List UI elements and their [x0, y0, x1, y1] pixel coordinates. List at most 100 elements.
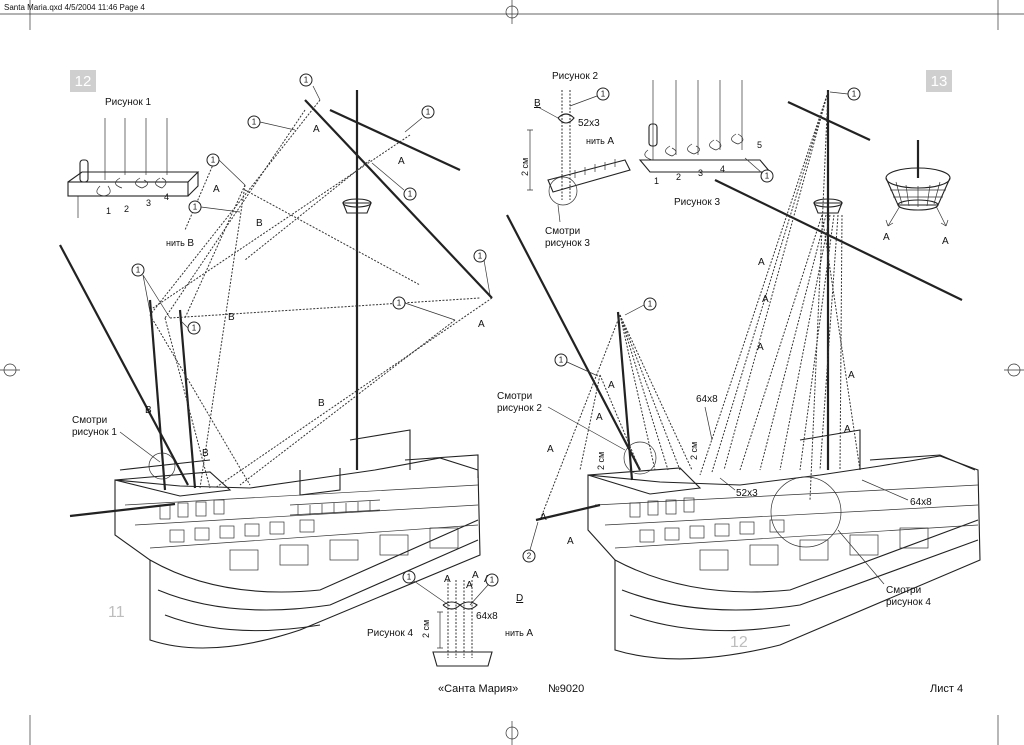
- callout-r4: 2: [522, 521, 539, 563]
- svg-text:нить A: нить A: [586, 136, 614, 147]
- svg-text:1: 1: [852, 90, 857, 99]
- svg-text:рисунок 1: рисунок 1: [72, 427, 117, 438]
- see-figure4: Смотри рисунок 4: [770, 476, 931, 608]
- callout-fig4: 1: [402, 570, 416, 584]
- svg-text:52x3: 52x3: [736, 488, 758, 499]
- callout-9: 1: [473, 249, 491, 296]
- figure4-detail: 1 1 2 см A A 64x8 D нить A: [402, 570, 533, 667]
- svg-text:1: 1: [478, 252, 483, 261]
- svg-text:B: B: [534, 98, 541, 109]
- svg-text:4: 4: [164, 192, 169, 202]
- svg-text:12: 12: [75, 73, 92, 90]
- callout-4: 1: [206, 153, 246, 186]
- figure2-title: Рисунок 2: [552, 71, 598, 82]
- svg-text:A: A: [757, 342, 764, 353]
- svg-text:2: 2: [527, 552, 532, 561]
- svg-text:1: 1: [407, 573, 412, 582]
- svg-text:A: A: [848, 370, 855, 381]
- svg-text:4: 4: [720, 164, 725, 174]
- left-ship-hull: [69, 429, 481, 649]
- see-figure1: Смотри рисунок 1: [72, 415, 176, 480]
- figure1-detail: 1 2 3 4: [67, 118, 200, 218]
- svg-text:2: 2: [124, 204, 129, 214]
- svg-text:1: 1: [304, 76, 309, 85]
- svg-text:A: A: [596, 412, 603, 423]
- callout-r2: 1: [624, 297, 657, 316]
- callout-5: 1: [371, 162, 417, 201]
- left-rigging: [59, 90, 493, 491]
- footer-number: №9020: [548, 683, 584, 695]
- figure4-title: Рисунок 4: [367, 628, 413, 639]
- svg-text:рисунок 4: рисунок 4: [886, 597, 931, 608]
- right-ship-hull: [587, 429, 981, 660]
- svg-text:A: A: [213, 184, 220, 195]
- callout-1: 1: [299, 73, 321, 101]
- svg-text:A: A: [472, 570, 479, 581]
- svg-text:A: A: [398, 156, 405, 167]
- step-badge-12: 12: [70, 70, 96, 92]
- callout-2: 1: [247, 115, 296, 131]
- svg-text:Смотри: Смотри: [886, 585, 921, 596]
- svg-text:рисунок 3: рисунок 3: [545, 238, 590, 249]
- svg-text:B: B: [145, 405, 152, 416]
- svg-text:13: 13: [931, 73, 948, 90]
- svg-text:Смотри: Смотри: [72, 415, 107, 426]
- svg-text:Смотри: Смотри: [497, 391, 532, 402]
- left-letters: A A A A B B B B B A A: [145, 124, 491, 591]
- figure3-detail: 1 2 3 4 5 1: [638, 80, 774, 186]
- figure2-detail: 1 B 52x3 нить A 2 см: [520, 87, 631, 223]
- svg-text:1: 1: [765, 172, 770, 181]
- svg-text:2 см: 2 см: [596, 452, 606, 470]
- svg-text:1: 1: [648, 300, 653, 309]
- thread-b-label: нить B: [166, 238, 194, 249]
- callout-8: 1: [179, 319, 201, 335]
- svg-text:2 см: 2 см: [421, 620, 431, 638]
- svg-text:2 см: 2 см: [520, 158, 530, 176]
- svg-text:1: 1: [559, 356, 564, 365]
- svg-text:B: B: [256, 218, 263, 229]
- svg-text:1: 1: [193, 203, 198, 212]
- svg-text:B: B: [318, 398, 325, 409]
- svg-text:A: A: [942, 236, 949, 247]
- callout-fig4b: 1: [485, 573, 499, 587]
- svg-text:1: 1: [426, 108, 431, 117]
- figure3-title: Рисунок 3: [674, 197, 720, 208]
- callout-fig2: 1: [596, 87, 610, 101]
- svg-text:3: 3: [698, 168, 703, 178]
- callout-r3: 1: [554, 353, 599, 377]
- svg-text:A: A: [883, 232, 890, 243]
- svg-text:нить A: нить A: [505, 628, 533, 639]
- file-header: Santa Maria.qxd 4/5/2004 11:46 Page 4: [4, 3, 145, 12]
- right-size-labels: 64x8 52x3 64x8 2 см 2 см: [596, 394, 932, 508]
- svg-text:1: 1: [397, 299, 402, 308]
- svg-text:Смотри: Смотри: [545, 226, 580, 237]
- svg-text:B: B: [202, 448, 209, 459]
- svg-text:1: 1: [654, 176, 659, 186]
- right-letters: A A A A A A A A A A: [540, 257, 855, 547]
- svg-text:D: D: [516, 593, 523, 604]
- svg-text:1: 1: [408, 190, 413, 199]
- svg-text:64x8: 64x8: [476, 611, 498, 622]
- svg-text:A: A: [444, 574, 451, 585]
- svg-text:A: A: [567, 536, 574, 547]
- svg-text:64x8: 64x8: [910, 497, 932, 508]
- right-rigging: [506, 90, 963, 522]
- svg-text:1: 1: [136, 266, 141, 275]
- footer-sheet: Лист 4: [930, 683, 963, 695]
- svg-text:A: A: [466, 580, 473, 591]
- callout-r1: 1: [829, 87, 861, 101]
- svg-text:1: 1: [106, 206, 111, 216]
- figure1-title: Рисунок 1: [105, 97, 151, 108]
- svg-text:2 см: 2 см: [689, 442, 699, 460]
- svg-text:рисунок 2: рисунок 2: [497, 403, 542, 414]
- svg-text:64x8: 64x8: [696, 394, 718, 405]
- svg-text:A: A: [844, 424, 851, 435]
- svg-text:A: A: [313, 124, 320, 135]
- svg-text:1: 1: [211, 156, 216, 165]
- svg-text:1: 1: [490, 576, 495, 585]
- page-number-left: 11: [108, 604, 125, 621]
- footer-title: «Санта Мария»: [438, 683, 518, 695]
- svg-text:A: A: [547, 444, 554, 455]
